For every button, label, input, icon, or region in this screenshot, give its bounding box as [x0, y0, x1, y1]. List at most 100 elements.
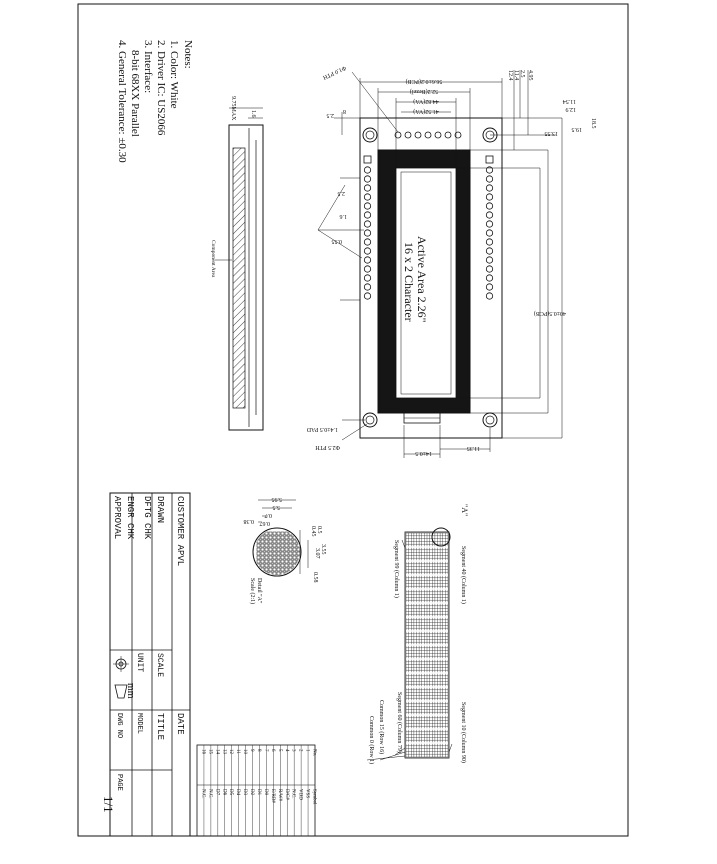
detail-a: 5.95 5.5 0.7 0.67 0.38 0.45 0.5 3.55 3.0…: [244, 496, 327, 604]
pm-label-text: Segment 10 (Column 90): [460, 702, 467, 763]
pm-label-1: Segment 40 (Column 1): [460, 546, 467, 604]
label-text: ENGR CHK: [125, 496, 135, 540]
pin-number: 4: [284, 749, 289, 752]
pin-number: 3: [291, 749, 296, 752]
note-1: 1. Color: White: [168, 40, 180, 109]
active-area-line1: Active Area 2.26": [415, 236, 429, 323]
label-text: PAGE: [115, 774, 123, 791]
label-text: UNIT: [135, 653, 144, 672]
pin-symbol: D4: [235, 789, 240, 796]
pm-label-2: Segment 99 (Column 1): [393, 540, 400, 598]
detail-dot: [260, 551, 265, 556]
pm-label-3: Segment 10 (Column 90): [460, 702, 467, 763]
side-hatch: [232, 147, 246, 409]
detail-dot: [276, 567, 281, 572]
pin-pad: [454, 131, 462, 139]
detail-dot: [284, 543, 289, 548]
detail-dot: [284, 551, 289, 556]
unit-value: mm: [125, 683, 136, 699]
detail-dot: [280, 567, 285, 572]
detail-dot: [272, 563, 277, 568]
note-2: 2. Driver IC: US2066: [155, 40, 167, 136]
dim-text: 11.35: [467, 445, 480, 451]
detail-dot: [288, 543, 293, 548]
pin-pad: [363, 292, 372, 300]
detail-dot: [268, 531, 273, 536]
detail-dot: [288, 535, 293, 540]
pin-pad: [485, 211, 494, 219]
dim-right-4: 12.4: [507, 70, 513, 81]
detail-dot: [284, 539, 289, 544]
detail-dot: [264, 543, 269, 548]
detail-dim-3: 0.7: [265, 512, 273, 518]
pin-symbol: D6: [221, 789, 226, 796]
pin-symbol: D5: [228, 789, 233, 796]
value-text: 1/1: [101, 796, 116, 813]
top-pin-row: [394, 131, 462, 139]
dim-1-6: 1.6: [250, 110, 256, 118]
detail-dot: [264, 535, 269, 540]
pm-label-5: Common 15 (Row 16): [378, 700, 385, 754]
detail-grid: [256, 531, 300, 575]
pin-symbol: N.C.: [207, 789, 212, 798]
detail-dot: [264, 547, 269, 552]
dim-text: 0.38: [244, 518, 255, 524]
scale-label: SCALE: [155, 653, 164, 677]
pin-pad: [485, 256, 494, 264]
pin-table: No.Symbol1VSS2VDD3N.C.4D/C#5R/W#6E/RD#7D…: [196, 744, 317, 837]
detail-dot: [280, 555, 285, 560]
detail-dot: [256, 555, 261, 560]
detail-dot: [276, 563, 281, 568]
dim-text: Φ1.0 PTH: [321, 64, 347, 80]
pin-symbol: D1: [256, 789, 261, 796]
detail-dot: [296, 555, 300, 560]
detail-dot: [256, 559, 261, 564]
pm-label-text: Common 15 (Row 16): [378, 700, 385, 754]
active-area-line2: 16 x 2 Character: [402, 242, 416, 322]
detail-dot: [280, 571, 285, 575]
dim-text: 3.07: [314, 548, 320, 559]
detail-dot: [260, 539, 265, 544]
detail-dot: [276, 571, 281, 575]
detail-dot: [280, 563, 285, 568]
dim-pth: Φ1.0 PTH: [321, 64, 347, 80]
detail-dot: [280, 535, 285, 540]
pin-table-frame: [196, 744, 316, 837]
dim-text: 40±0.5(PCB): [534, 310, 566, 317]
notes-block: Notes: 1. Color: White 2. Driver IC: US2…: [116, 40, 194, 163]
page-label: PAGE: [115, 774, 123, 791]
detail-dot: [276, 559, 281, 564]
pin-symbol: D0: [263, 789, 268, 796]
pixel-map-outline: [404, 531, 450, 759]
detail-label: Detail "A" Scale (2:1): [249, 578, 262, 604]
pin-pad: [485, 274, 494, 282]
detail-dot: [280, 559, 285, 564]
label-text: DRAWN: [155, 496, 165, 523]
detail-dot: [256, 551, 261, 556]
detail-dot: [260, 543, 265, 548]
left-dimensions: [317, 177, 364, 301]
detail-dot: [296, 543, 300, 548]
detail-dot: [296, 551, 300, 556]
right-dimensions: [456, 70, 563, 439]
dim-va-1: 44.82(VA): [413, 98, 438, 105]
pin-pad: [485, 175, 494, 183]
detail-dot: [292, 551, 297, 556]
dim-pcb-height: 40±0.5(PCB): [534, 310, 566, 317]
detail-dot: [260, 535, 265, 540]
detail-dot: [296, 567, 300, 572]
pin-number: 9: [249, 749, 254, 752]
detail-dot: [272, 531, 277, 536]
pcb-outline: [359, 117, 503, 439]
label-text: APPROVAL: [112, 496, 122, 539]
pin-pad: [485, 202, 494, 210]
detail-dim-2: 5.5: [273, 504, 281, 510]
dim-8: 8: [343, 108, 346, 114]
dim-text: 0.58: [312, 572, 318, 583]
dim-text: 2.5: [338, 190, 346, 196]
customer-apvl-label: CUSTOMER APVL: [175, 496, 185, 566]
pin-table-header: Symbol: [312, 789, 317, 805]
title-block: CUSTOMER APVL DRAWN DFTG CHK ENGR CHK AP…: [101, 492, 191, 837]
detail-dot: [288, 547, 293, 552]
